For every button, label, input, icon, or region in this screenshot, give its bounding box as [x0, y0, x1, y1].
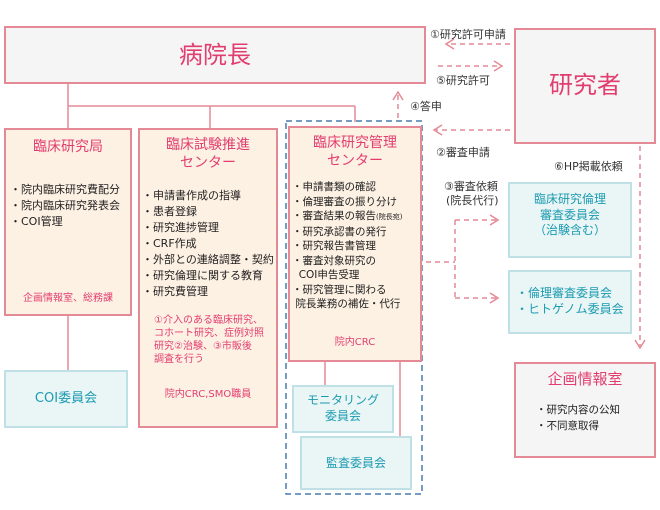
list-item: ・院内臨床研究費配分	[10, 183, 120, 196]
trial-center-footer: 院内CRC,SMO職員	[164, 389, 252, 400]
monitoring-committee-title: モニタリング 委員会	[306, 393, 379, 423]
management-center-box: 臨床研究管理 センター ・申請書類の確認 ・倫理審査の振り分け ・審査結果の報告…	[288, 126, 422, 362]
planning-office-list: ・研究内容の公知 ・不同意取得	[536, 402, 620, 434]
researcher-title: 研究者	[549, 71, 621, 99]
bureau-footer: 企画情報室、総務課	[23, 293, 113, 304]
planning-office-box: 企画情報室 ・研究内容の公知 ・不同意取得	[514, 362, 656, 458]
flow-label-permit: ⑤研究許可	[436, 74, 490, 87]
audit-committee-title: 監査委員会	[325, 456, 386, 470]
list-item: ・研究内容の公知	[536, 404, 620, 416]
management-center-footer: 院内CRC	[334, 337, 376, 348]
list-item: ・倫理審査の振り分け	[292, 195, 397, 208]
list-item: ・研究報告書管理	[292, 240, 376, 252]
planning-office-title: 企画情報室	[547, 370, 623, 388]
clinical-research-bureau-box: 臨床研究局 ・院内臨床研究費配分 ・院内臨床研究発表会 ・COI管理 企画情報室…	[4, 128, 132, 316]
list-item: ・院内臨床研究発表会	[10, 199, 120, 212]
coi-committee-title: COI委員会	[34, 391, 98, 406]
trial-center-box: 臨床試験推進 センター ・申請書作成の指導 ・患者登録 ・研究進捗管理 ・CRF…	[138, 128, 278, 428]
flow-label-hp-request: ⑥HP掲載依頼	[554, 160, 623, 173]
flow-label-review-commission: ③審査依頼	[444, 180, 498, 193]
list-item: ・審査対象研究の	[292, 254, 376, 267]
list-item: ・不同意取得	[536, 420, 599, 432]
list-item: ・患者登録	[142, 205, 197, 218]
list-item: ・審査結果の報告(院長宛)	[292, 210, 403, 222]
management-center-title: 臨床研究管理 センター	[313, 135, 397, 170]
list-item: ・外部との連絡調整・契約	[142, 253, 274, 266]
list-item: COI申告受理	[298, 269, 360, 281]
trial-center-note: ①介入のある臨床研究、 コホート研究、症例対照 研究②治験、③市販後 調査を行う	[154, 315, 264, 365]
trial-center-title: 臨床試験推進 センター	[166, 137, 250, 172]
bureau-list: ・院内臨床研究費配分 ・院内臨床研究発表会 ・COI管理	[10, 182, 120, 230]
director-title: 病院長	[179, 41, 251, 69]
list-item: ・研究進捗管理	[142, 221, 219, 234]
management-group-frame	[285, 120, 423, 495]
list-item: ・申請書作成の指導	[142, 189, 241, 202]
coi-committee-box: COI委員会	[4, 370, 128, 428]
ethics-committee-title: 臨床研究倫理 審査委員会 （治験含む）	[533, 192, 606, 238]
flow-label-report: ④答申	[410, 100, 442, 113]
list-item: ・研究費管理	[142, 285, 208, 298]
flow-label-request-permission: ①研究許可申請	[430, 28, 506, 41]
list-item: ・CRF作成	[142, 237, 197, 250]
list-item: ・申請書類の確認	[292, 181, 376, 193]
flow-label-review-request: ②審査申請	[436, 146, 490, 159]
review-committee-box: ・倫理審査委員会 ・ヒトゲノム委員会	[508, 270, 632, 334]
ethics-committee-box: 臨床研究倫理 審査委員会 （治験含む）	[508, 182, 632, 258]
trial-center-list: ・申請書作成の指導 ・患者登録 ・研究進捗管理 ・CRF作成 ・外部との連絡調整…	[142, 188, 274, 300]
researcher-box: 研究者	[514, 28, 656, 144]
list-item: ・研究倫理に関する教育	[142, 269, 263, 282]
list-item: ・COI管理	[10, 215, 63, 228]
audit-committee-box: 監査委員会	[300, 436, 412, 490]
list-item: ・研究管理に関わる	[292, 283, 387, 296]
flow-label-review-commission-sub: (院長代行)	[446, 194, 499, 207]
director-box: 病院長	[4, 26, 426, 84]
review-committee-title: ・倫理審査委員会 ・ヒトゲノム委員会	[516, 286, 624, 316]
monitoring-committee-box: モニタリング 委員会	[292, 385, 394, 433]
list-item: ・研究承認書の発行	[292, 225, 387, 238]
management-center-list: ・申請書類の確認 ・倫理審査の振り分け ・審査結果の報告(院長宛) ・研究承認書…	[292, 180, 402, 312]
bureau-title: 臨床研究局	[33, 139, 103, 155]
list-item: 院長業務の補佐・代行	[295, 298, 401, 310]
